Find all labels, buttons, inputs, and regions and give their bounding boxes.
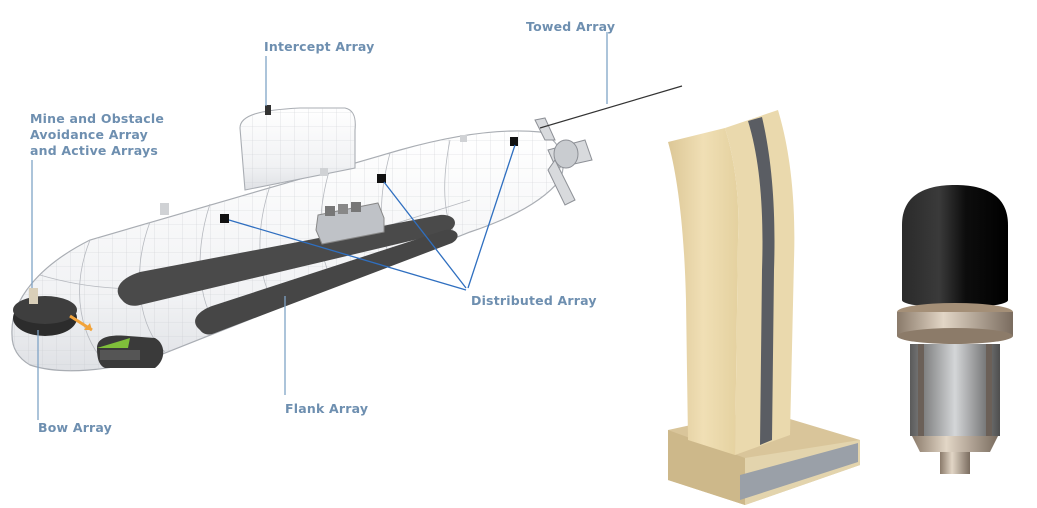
label-intercept-array: Intercept Array <box>264 39 375 54</box>
distributed-sensor-1 <box>220 214 229 223</box>
label-bow-array: Bow Array <box>38 420 113 435</box>
bow-array <box>13 288 164 368</box>
label-mine-obstacle-line2: Avoidance Array <box>30 127 148 142</box>
towed-array-cable <box>539 85 683 129</box>
distributed-sensor-3 <box>510 137 518 146</box>
sonar-panel-strip <box>748 117 775 445</box>
hydrophone-dome-module <box>897 185 1013 474</box>
label-mine-obstacle-line1: Mine and Obstacle <box>30 111 165 126</box>
propeller <box>534 117 593 206</box>
distributed-pointers <box>228 144 516 291</box>
label-mine-obstacle-line3: and Active Arrays <box>30 143 158 158</box>
internal-equipment <box>315 202 385 245</box>
flank-array-upper <box>117 214 455 306</box>
label-distributed-array: Distributed Array <box>471 293 597 308</box>
sonar-panel-module <box>668 110 860 505</box>
distributed-sensor-2 <box>377 174 386 183</box>
label-flank-array: Flank Array <box>285 401 369 416</box>
leader-lines <box>31 32 608 420</box>
flank-array-lower <box>195 229 458 335</box>
label-towed-array: Towed Array <box>526 19 616 34</box>
submarine-hull <box>11 85 683 372</box>
